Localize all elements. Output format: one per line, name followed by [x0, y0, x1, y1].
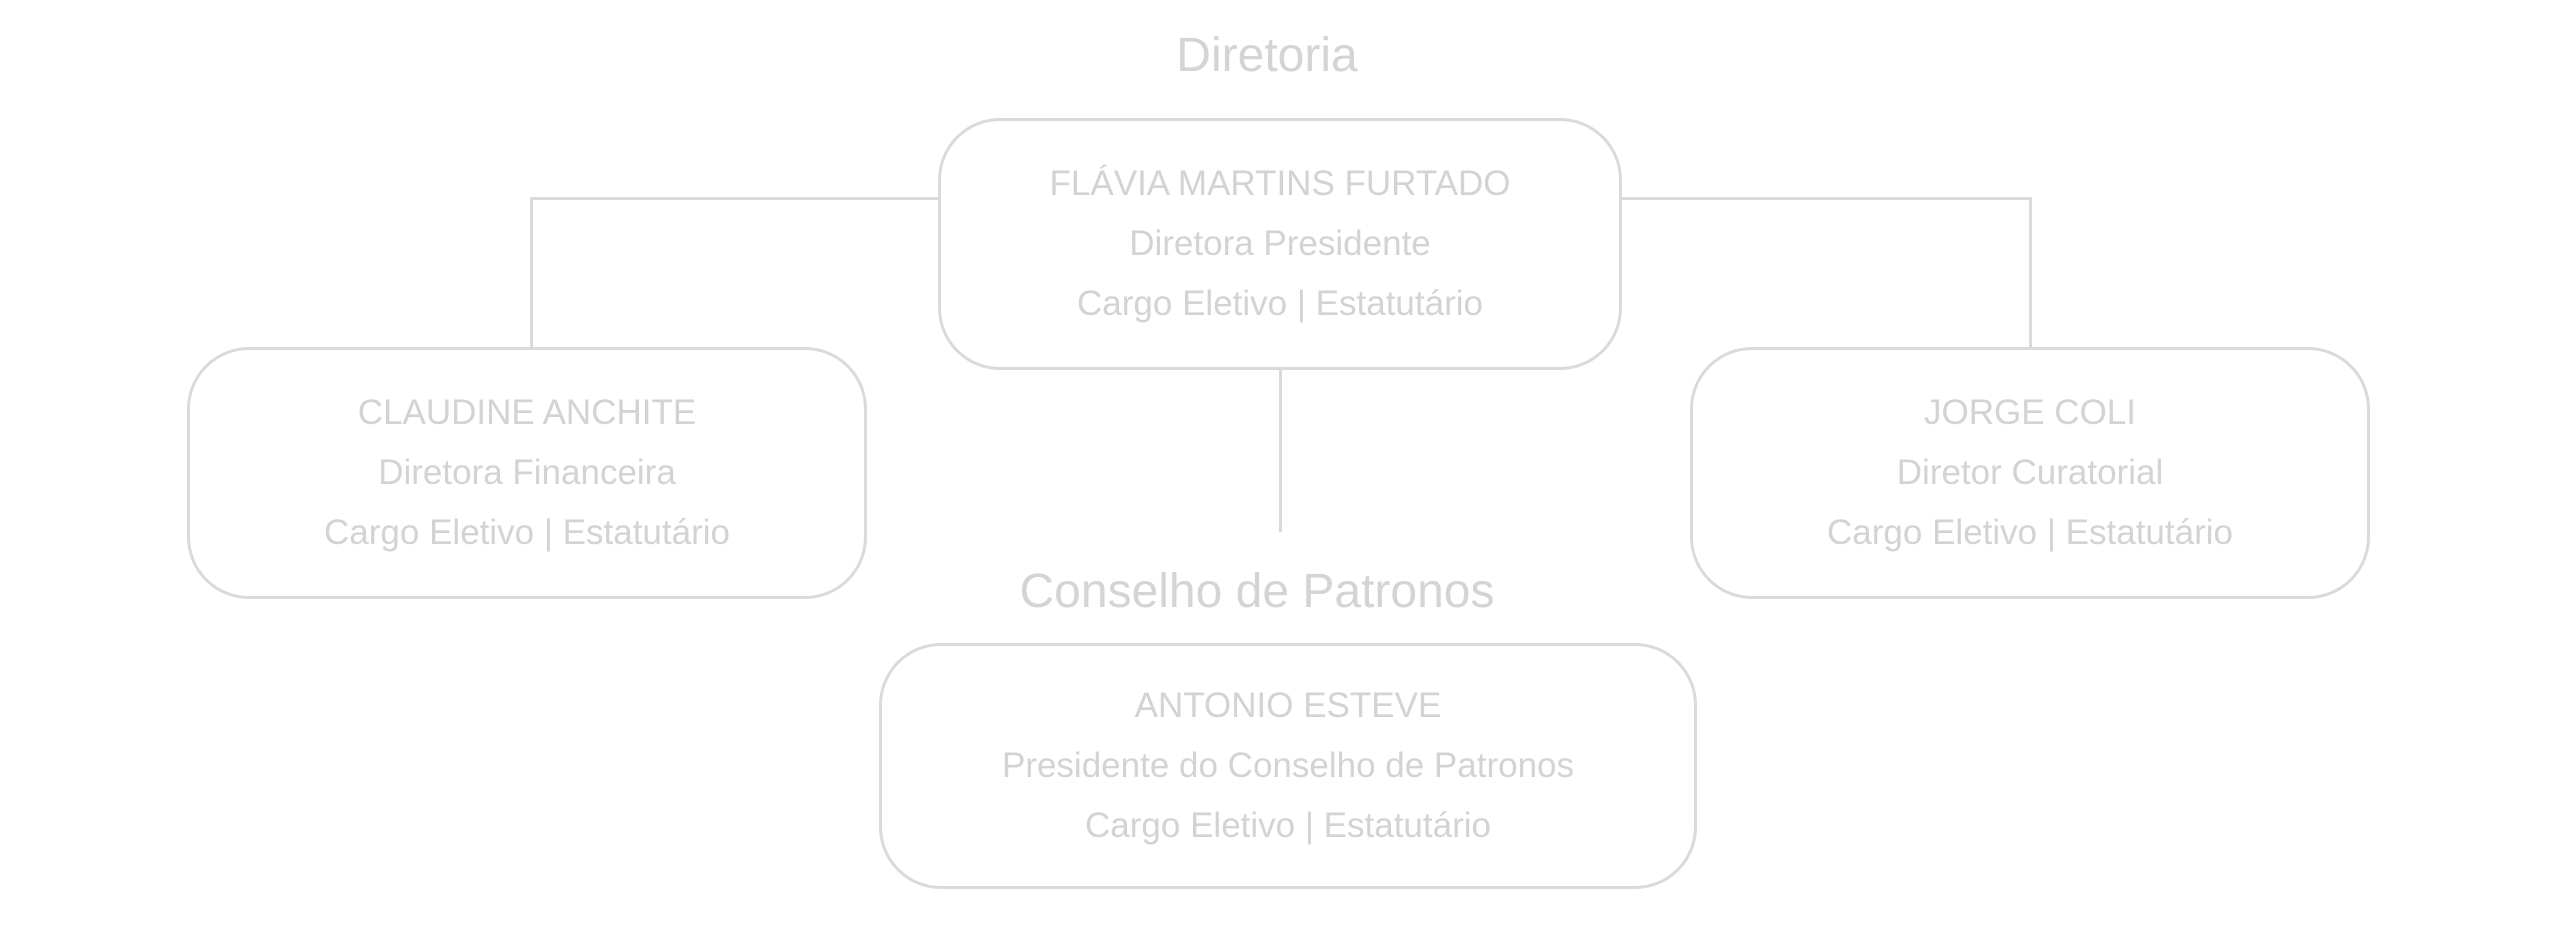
- connector-top-to-left-vertical: [530, 197, 533, 349]
- connector-top-to-left-horizontal: [530, 197, 941, 200]
- node-employment-type: Cargo Eletivo | Estatutário: [1077, 284, 1483, 323]
- node-name: JORGE COLI: [1924, 393, 2136, 432]
- node-role: Presidente do Conselho de Patronos: [1001, 746, 1575, 785]
- node-role: Diretora Presidente: [1129, 224, 1431, 263]
- org-node-diretora-financeira: CLAUDINE ANCHITE Diretora Financeira Car…: [187, 347, 867, 599]
- node-name: CLAUDINE ANCHITE: [357, 393, 697, 432]
- group-title-diretoria: Diretoria: [1176, 29, 1358, 82]
- node-name: FLÁVIA MARTINS FURTADO: [1049, 164, 1511, 203]
- node-role: Diretora Financeira: [378, 453, 676, 492]
- group-title-conselho-de-patronos: Conselho de Patronos: [1019, 565, 1495, 618]
- node-employment-type: Cargo Eletivo | Estatutário: [1085, 806, 1491, 845]
- node-employment-type: Cargo Eletivo | Estatutário: [324, 513, 730, 552]
- org-node-diretor-curatorial: JORGE COLI Diretor Curatorial Cargo Elet…: [1690, 347, 2370, 599]
- connector-top-to-right-horizontal: [1620, 197, 2032, 200]
- node-employment-type: Cargo Eletivo | Estatutário: [1827, 513, 2233, 552]
- node-role: Diretor Curatorial: [1896, 453, 2164, 492]
- connector-top-to-right-vertical: [2029, 197, 2032, 349]
- node-name: ANTONIO ESTEVE: [1134, 686, 1442, 725]
- org-node-presidente-conselho-patronos: ANTONIO ESTEVE Presidente do Conselho de…: [879, 643, 1697, 889]
- org-node-diretora-presidente: FLÁVIA MARTINS FURTADO Diretora Presiden…: [938, 118, 1622, 370]
- connector-top-to-conselho-vertical: [1279, 369, 1282, 532]
